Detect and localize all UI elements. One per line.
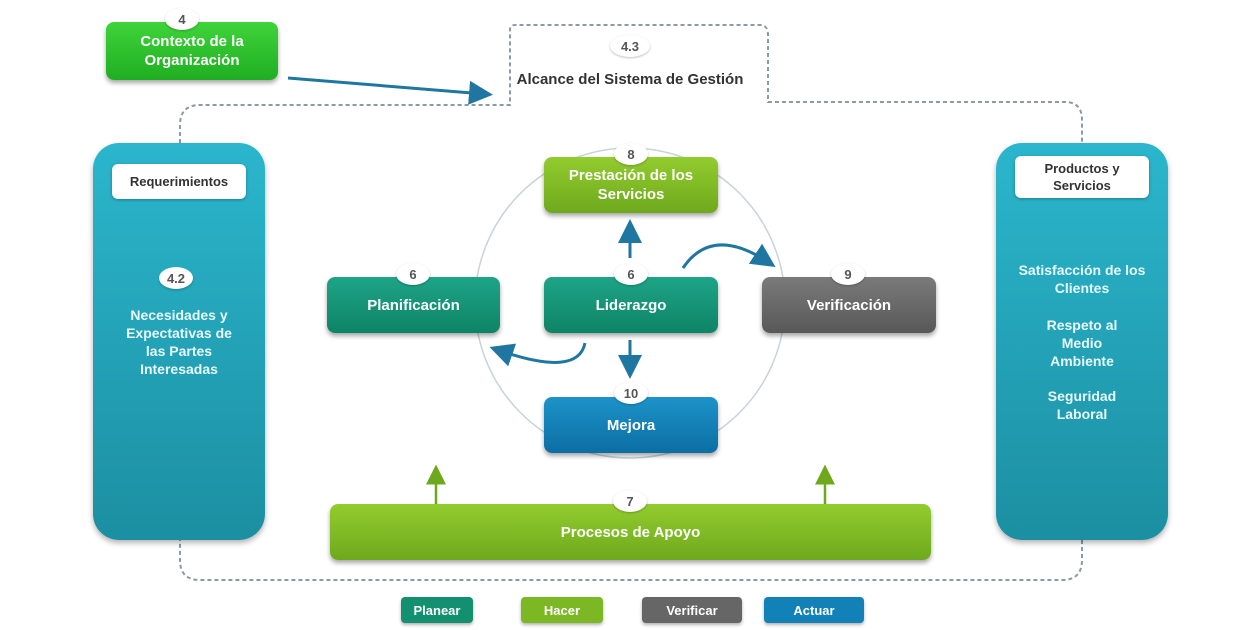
requirements-panel: Requerimientos 4.2 Necesidades y Expecta… — [93, 143, 265, 540]
service-number-badge: 8 — [614, 143, 648, 165]
context-box: Contexto de la Organización — [106, 22, 278, 80]
leadership-label: Liderazgo — [595, 296, 667, 314]
context-arrow — [287, 76, 493, 105]
legend-verificar: Verificar — [642, 597, 742, 623]
leadership-number-badge: 6 — [614, 263, 648, 285]
legend-actuar: Actuar — [764, 597, 864, 623]
service-box: Prestación de los Servicios — [544, 157, 718, 213]
service-label: Prestación de los Servicios — [568, 167, 694, 203]
leadership-box: Liderazgo — [544, 277, 718, 333]
requirements-label: Necesidades y Expectativas de las Partes… — [126, 307, 232, 377]
planning-label: Planificación — [367, 296, 460, 314]
leadership-to-planning-arrow — [489, 342, 587, 367]
improvement-number-badge: 10 — [614, 382, 648, 404]
verification-label: Verificación — [806, 296, 892, 314]
requirements-header: Requerimientos — [112, 164, 246, 199]
improvement-label: Mejora — [606, 416, 656, 434]
planning-box: Planificación — [327, 277, 500, 333]
output-item: Satisfacción de los Clientes — [1018, 262, 1146, 296]
output-item: Respeto al Medio Ambiente — [1046, 317, 1118, 369]
scope-title: Alcance del Sistema de Gestión — [516, 71, 744, 88]
legend-planear: Planear — [401, 597, 473, 623]
support-label: Procesos de Apoyo — [560, 523, 701, 541]
verification-number-badge: 9 — [831, 263, 865, 285]
verification-box: Verificación — [762, 277, 936, 333]
planning-number-badge: 6 — [396, 263, 430, 285]
leadership-to-verification-arrow — [681, 243, 776, 269]
outputs-header: Productos y Servicios — [1015, 156, 1149, 198]
output-item: Seguridad Laboral — [1047, 388, 1117, 422]
support-box: Procesos de Apoyo — [330, 504, 931, 560]
context-label: Contexto de la Organización — [140, 33, 244, 69]
legend-hacer: Hacer — [521, 597, 603, 623]
support-number-badge: 7 — [613, 490, 647, 512]
scope-number-badge: 4.3 — [610, 35, 650, 57]
requirements-number-badge: 4.2 — [159, 267, 193, 289]
improvement-box: Mejora — [544, 397, 718, 453]
outputs-panel: Productos y Servicios Satisfacción de lo… — [996, 143, 1168, 540]
context-number-badge: 4 — [165, 8, 199, 30]
